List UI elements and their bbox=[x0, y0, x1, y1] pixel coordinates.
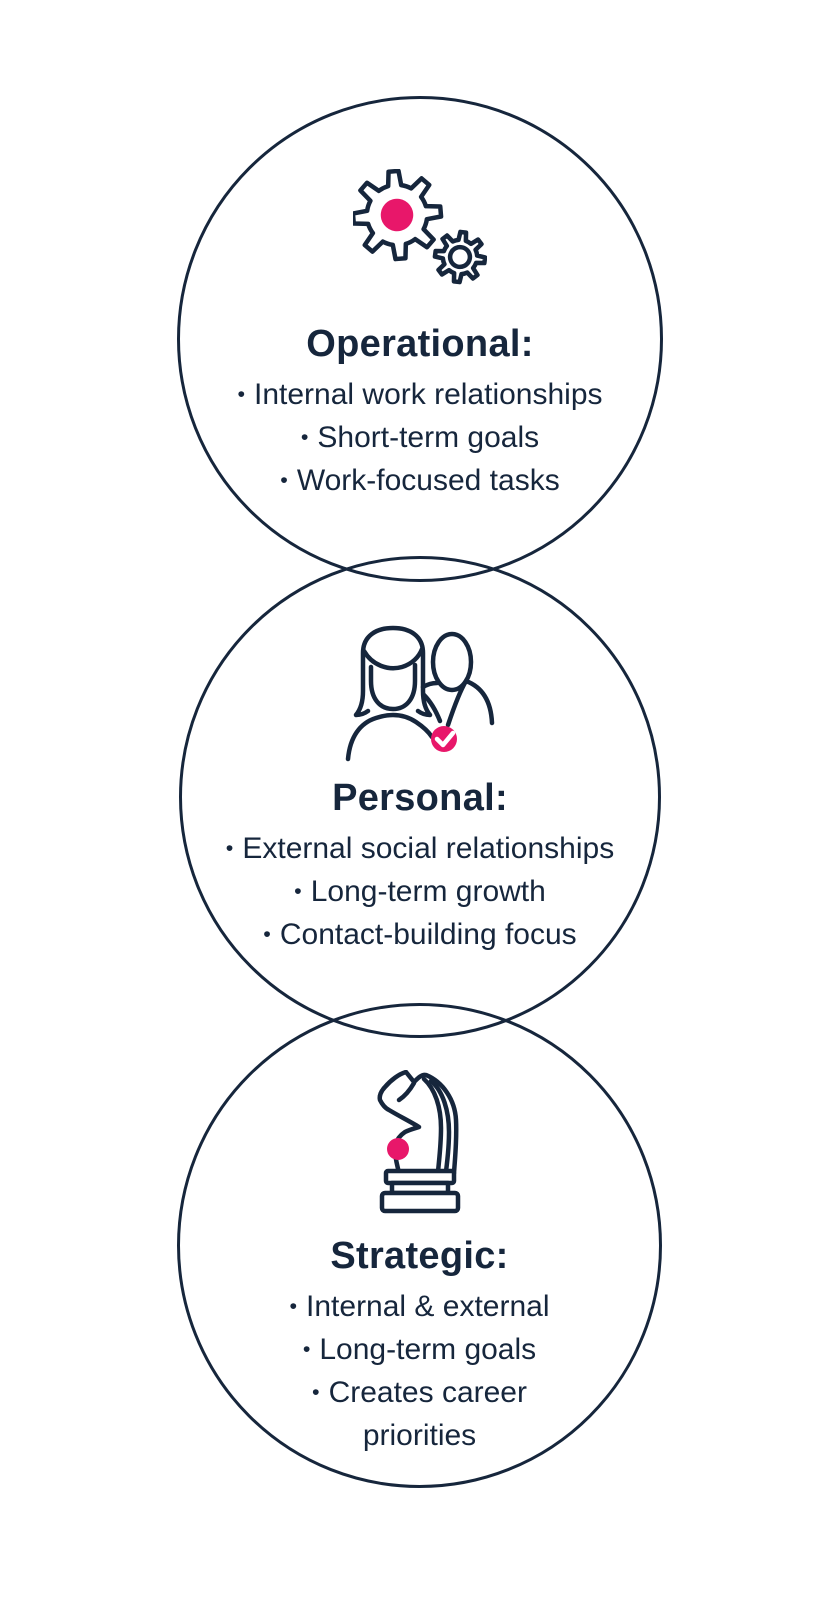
check-icon bbox=[434, 730, 456, 748]
pink-knight-dot bbox=[386, 1138, 409, 1160]
circle-strategic: Strategic: • Internal & external • Long-te… bbox=[177, 1003, 662, 1488]
bullet-text: Contact-building focus bbox=[279, 917, 577, 951]
list-item: • Short-term goals bbox=[237, 417, 602, 460]
bullet-marker: • bbox=[263, 920, 271, 946]
bullet-text: Internal work relationships bbox=[254, 377, 603, 411]
list-item: • Internal & external bbox=[255, 1286, 585, 1329]
circle-personal: Personal: • External social relationships… bbox=[179, 556, 661, 1038]
bullet-text: Short-term goals bbox=[317, 420, 540, 454]
circle-operational: Operational: • Internal work relationship… bbox=[177, 96, 663, 582]
list-item: • External social relationships bbox=[226, 828, 614, 871]
section-title-operational: Operational: bbox=[306, 323, 534, 365]
list-item: • Internal work relationships bbox=[237, 374, 602, 417]
bullet-text: External social relationships bbox=[242, 831, 615, 865]
gears-icon bbox=[353, 169, 487, 287]
bullet-text: Creates career priorities bbox=[328, 1375, 527, 1452]
bullet-marker: • bbox=[289, 1292, 298, 1318]
bullet-list-operational: • Internal work relationships • Short-term… bbox=[237, 374, 602, 503]
list-item: • Contact-building focus bbox=[226, 914, 614, 957]
people-check-icon bbox=[345, 625, 495, 762]
chess-knight-icon bbox=[377, 1070, 460, 1214]
bullet-marker: • bbox=[237, 380, 246, 406]
bullet-marker: • bbox=[312, 1378, 320, 1404]
section-title-personal: Personal: bbox=[332, 777, 508, 819]
pink-gear-center-dot bbox=[380, 198, 414, 232]
bullet-list-personal: • External social relationships • Long-ter… bbox=[226, 828, 614, 957]
bullet-text: Long-term goals bbox=[319, 1332, 537, 1366]
bullet-marker: • bbox=[302, 1335, 311, 1361]
bullet-text: Work-focused tasks bbox=[296, 463, 560, 497]
section-title-strategic: Strategic: bbox=[330, 1235, 509, 1277]
bullet-list-strategic: • Internal & external • Long-term goals • C… bbox=[255, 1286, 585, 1456]
list-item: • Work-focused tasks bbox=[237, 460, 602, 503]
bullet-marker: • bbox=[225, 834, 234, 860]
bullet-text: Long-term growth bbox=[310, 874, 546, 908]
bullet-text: Internal & external bbox=[306, 1289, 550, 1323]
list-item: • Long-term goals bbox=[255, 1329, 585, 1372]
bullet-marker: • bbox=[280, 466, 288, 492]
bullet-marker: • bbox=[294, 877, 302, 903]
bullet-marker: • bbox=[300, 423, 309, 449]
list-item: • Creates career priorities bbox=[255, 1372, 585, 1456]
list-item: • Long-term growth bbox=[226, 871, 614, 914]
